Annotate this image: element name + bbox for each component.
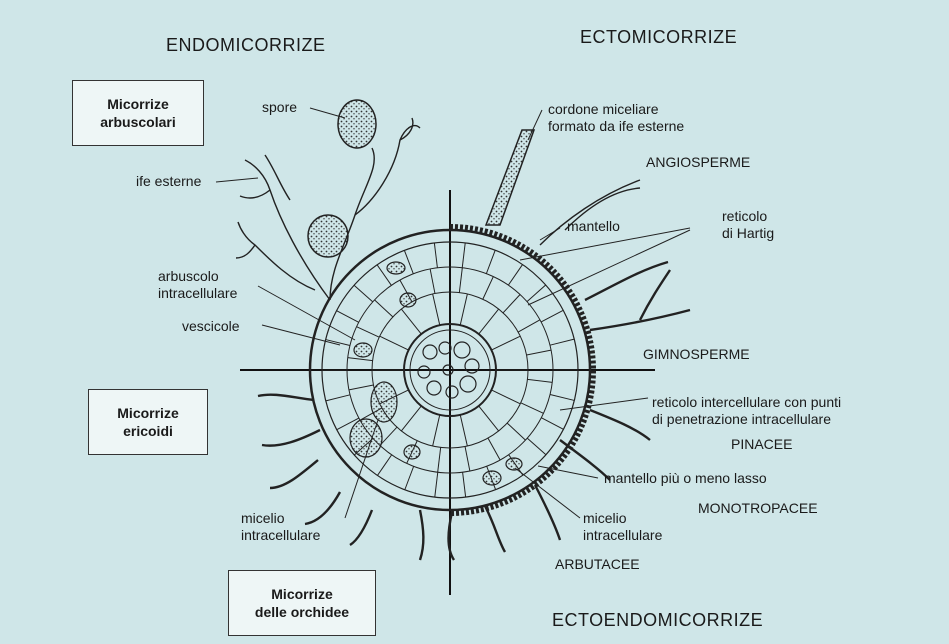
angiosperm-hyphae bbox=[540, 180, 640, 245]
box-ericoid: Micorrize ericoidi bbox=[88, 389, 208, 455]
label-mycelium-left-line1: micelio bbox=[241, 510, 320, 527]
cortex-cell-wall bbox=[527, 438, 546, 455]
label-angiosperms: ANGIOSPERME bbox=[646, 154, 750, 171]
label-hartig-net-line2: di Hartig bbox=[722, 225, 774, 242]
cortex-cell-wall bbox=[527, 379, 552, 382]
label-arbuscule-line2: intracellulare bbox=[158, 285, 237, 302]
label-mycelium-right: micelio intracellulare bbox=[583, 510, 662, 544]
label-mycelium-left-line2: intracellulare bbox=[241, 527, 320, 544]
box-ericoid-line2: ericoidi bbox=[123, 422, 173, 440]
cortex-cell-wall bbox=[460, 294, 467, 325]
cortex-cell-wall bbox=[508, 265, 522, 286]
cortex-cell-wall bbox=[541, 310, 563, 322]
label-mycelial-cord: cordone miceliare formato da ife esterne bbox=[548, 101, 684, 135]
cortex-cell-wall bbox=[380, 336, 409, 350]
cortex-cell-wall bbox=[527, 350, 552, 355]
cortex-cell-wall bbox=[434, 243, 437, 268]
cortex-cell-wall bbox=[404, 250, 413, 273]
label-hartig-net-line1: reticolo bbox=[722, 208, 774, 225]
label-mycelium-right-line1: micelio bbox=[583, 510, 662, 527]
cortex-cell-wall bbox=[337, 311, 359, 323]
label-monotropaceae: MONOTROPACEE bbox=[698, 500, 818, 517]
label-mantle: mantello bbox=[567, 218, 620, 235]
label-intercellular-net-line1: reticolo intercellulare con punti bbox=[652, 394, 841, 411]
box-orchid-line1: Micorrize bbox=[271, 585, 332, 603]
cortex-cell-wall bbox=[462, 243, 465, 268]
box-arbuscular-line2: arbuscolari bbox=[100, 113, 175, 131]
label-external-hyphae: ife esterne bbox=[136, 173, 201, 190]
label-intercellular-net-line2: di penetrazione intracellulare bbox=[652, 411, 841, 428]
cortex-cell-wall bbox=[377, 455, 391, 476]
cortex-cell-wall bbox=[518, 320, 540, 332]
cortex-cell-wall bbox=[357, 327, 380, 338]
cortex-cell-wall bbox=[503, 295, 520, 313]
cortex-cell-wall bbox=[507, 423, 525, 440]
heading-endomycorrhiza: ENDOMICORRIZE bbox=[166, 35, 326, 56]
cortex-cell-wall bbox=[401, 309, 421, 334]
cortex-cell-wall bbox=[349, 385, 374, 390]
cortex-cell-wall bbox=[521, 403, 544, 414]
label-spore: spore bbox=[262, 99, 297, 116]
label-arbuscule: arbuscolo intracellulare bbox=[158, 268, 237, 302]
cortex-cell-wall bbox=[488, 438, 500, 460]
cortex-cell-wall bbox=[433, 415, 440, 446]
cortex-cell-wall bbox=[550, 394, 574, 400]
label-mycelium-left: micelio intracellulare bbox=[241, 510, 320, 544]
box-arbuscular-line1: Micorrize bbox=[107, 95, 168, 113]
cortex-cell-wall bbox=[491, 336, 520, 350]
cortex-cell-wall bbox=[483, 277, 494, 300]
cortex-cell-wall bbox=[527, 285, 546, 302]
label-arbuscule-line1: arbuscolo bbox=[158, 268, 237, 285]
label-gymnosperms: GIMNOSPERME bbox=[643, 346, 750, 363]
cortex-cell-wall bbox=[486, 250, 495, 273]
cortex-cell-wall bbox=[435, 472, 438, 497]
cortex-cell-wall bbox=[479, 309, 499, 334]
heading-ectoendomycorrhiza: ECTOENDOMICORRIZE bbox=[552, 610, 763, 631]
label-hartig-net: reticolo di Hartig bbox=[722, 208, 774, 242]
cortex-cell-wall bbox=[491, 390, 520, 404]
box-ericoid-line1: Micorrize bbox=[117, 404, 178, 422]
cortex-cell-wall bbox=[354, 285, 373, 302]
cortex-cell-wall bbox=[541, 418, 563, 430]
cortex-cell-wall bbox=[463, 472, 466, 497]
label-mycelial-cord-line1: cordone miceliare bbox=[548, 101, 684, 118]
leader-lines bbox=[216, 108, 690, 518]
cortex-cell-wall bbox=[460, 415, 467, 446]
cortex-cell-wall bbox=[405, 466, 414, 489]
label-pinaceae: PINACEE bbox=[731, 436, 792, 453]
label-mycelium-right-line2: intracellulare bbox=[583, 527, 662, 544]
cortex-cell-wall bbox=[550, 339, 574, 345]
label-intercellular-net: reticolo intercellulare con punti di pen… bbox=[652, 394, 841, 428]
cortex-cell-wall bbox=[401, 406, 421, 431]
label-vesicles: vescicole bbox=[182, 318, 240, 335]
cortex-cell-wall bbox=[433, 294, 440, 325]
cortex-cell-wall bbox=[430, 269, 435, 294]
cortex-cell-wall bbox=[438, 447, 441, 472]
mycelial-cord bbox=[486, 130, 534, 225]
cortex-cell-wall bbox=[348, 358, 373, 361]
box-orchid-line2: delle orchidee bbox=[255, 603, 349, 621]
spore-upper bbox=[338, 100, 376, 148]
box-arbuscular: Micorrize arbuscolari bbox=[72, 80, 204, 146]
box-orchid: Micorrize delle orchidee bbox=[228, 570, 376, 636]
cortex-cell-wall bbox=[479, 406, 499, 431]
cortex-cell-wall bbox=[326, 395, 350, 401]
cortex-cell-wall bbox=[375, 300, 393, 317]
label-mycelial-cord-line2: formato da ife esterne bbox=[548, 118, 684, 135]
label-arbutaceae: ARBUTACEE bbox=[555, 556, 640, 573]
cortex-cell-wall bbox=[465, 447, 470, 472]
label-loose-mantle: mantello più o meno lasso bbox=[604, 470, 767, 487]
cortex-cell-wall bbox=[459, 268, 462, 293]
heading-ectomycorrhiza: ECTOMICORRIZE bbox=[580, 27, 737, 48]
